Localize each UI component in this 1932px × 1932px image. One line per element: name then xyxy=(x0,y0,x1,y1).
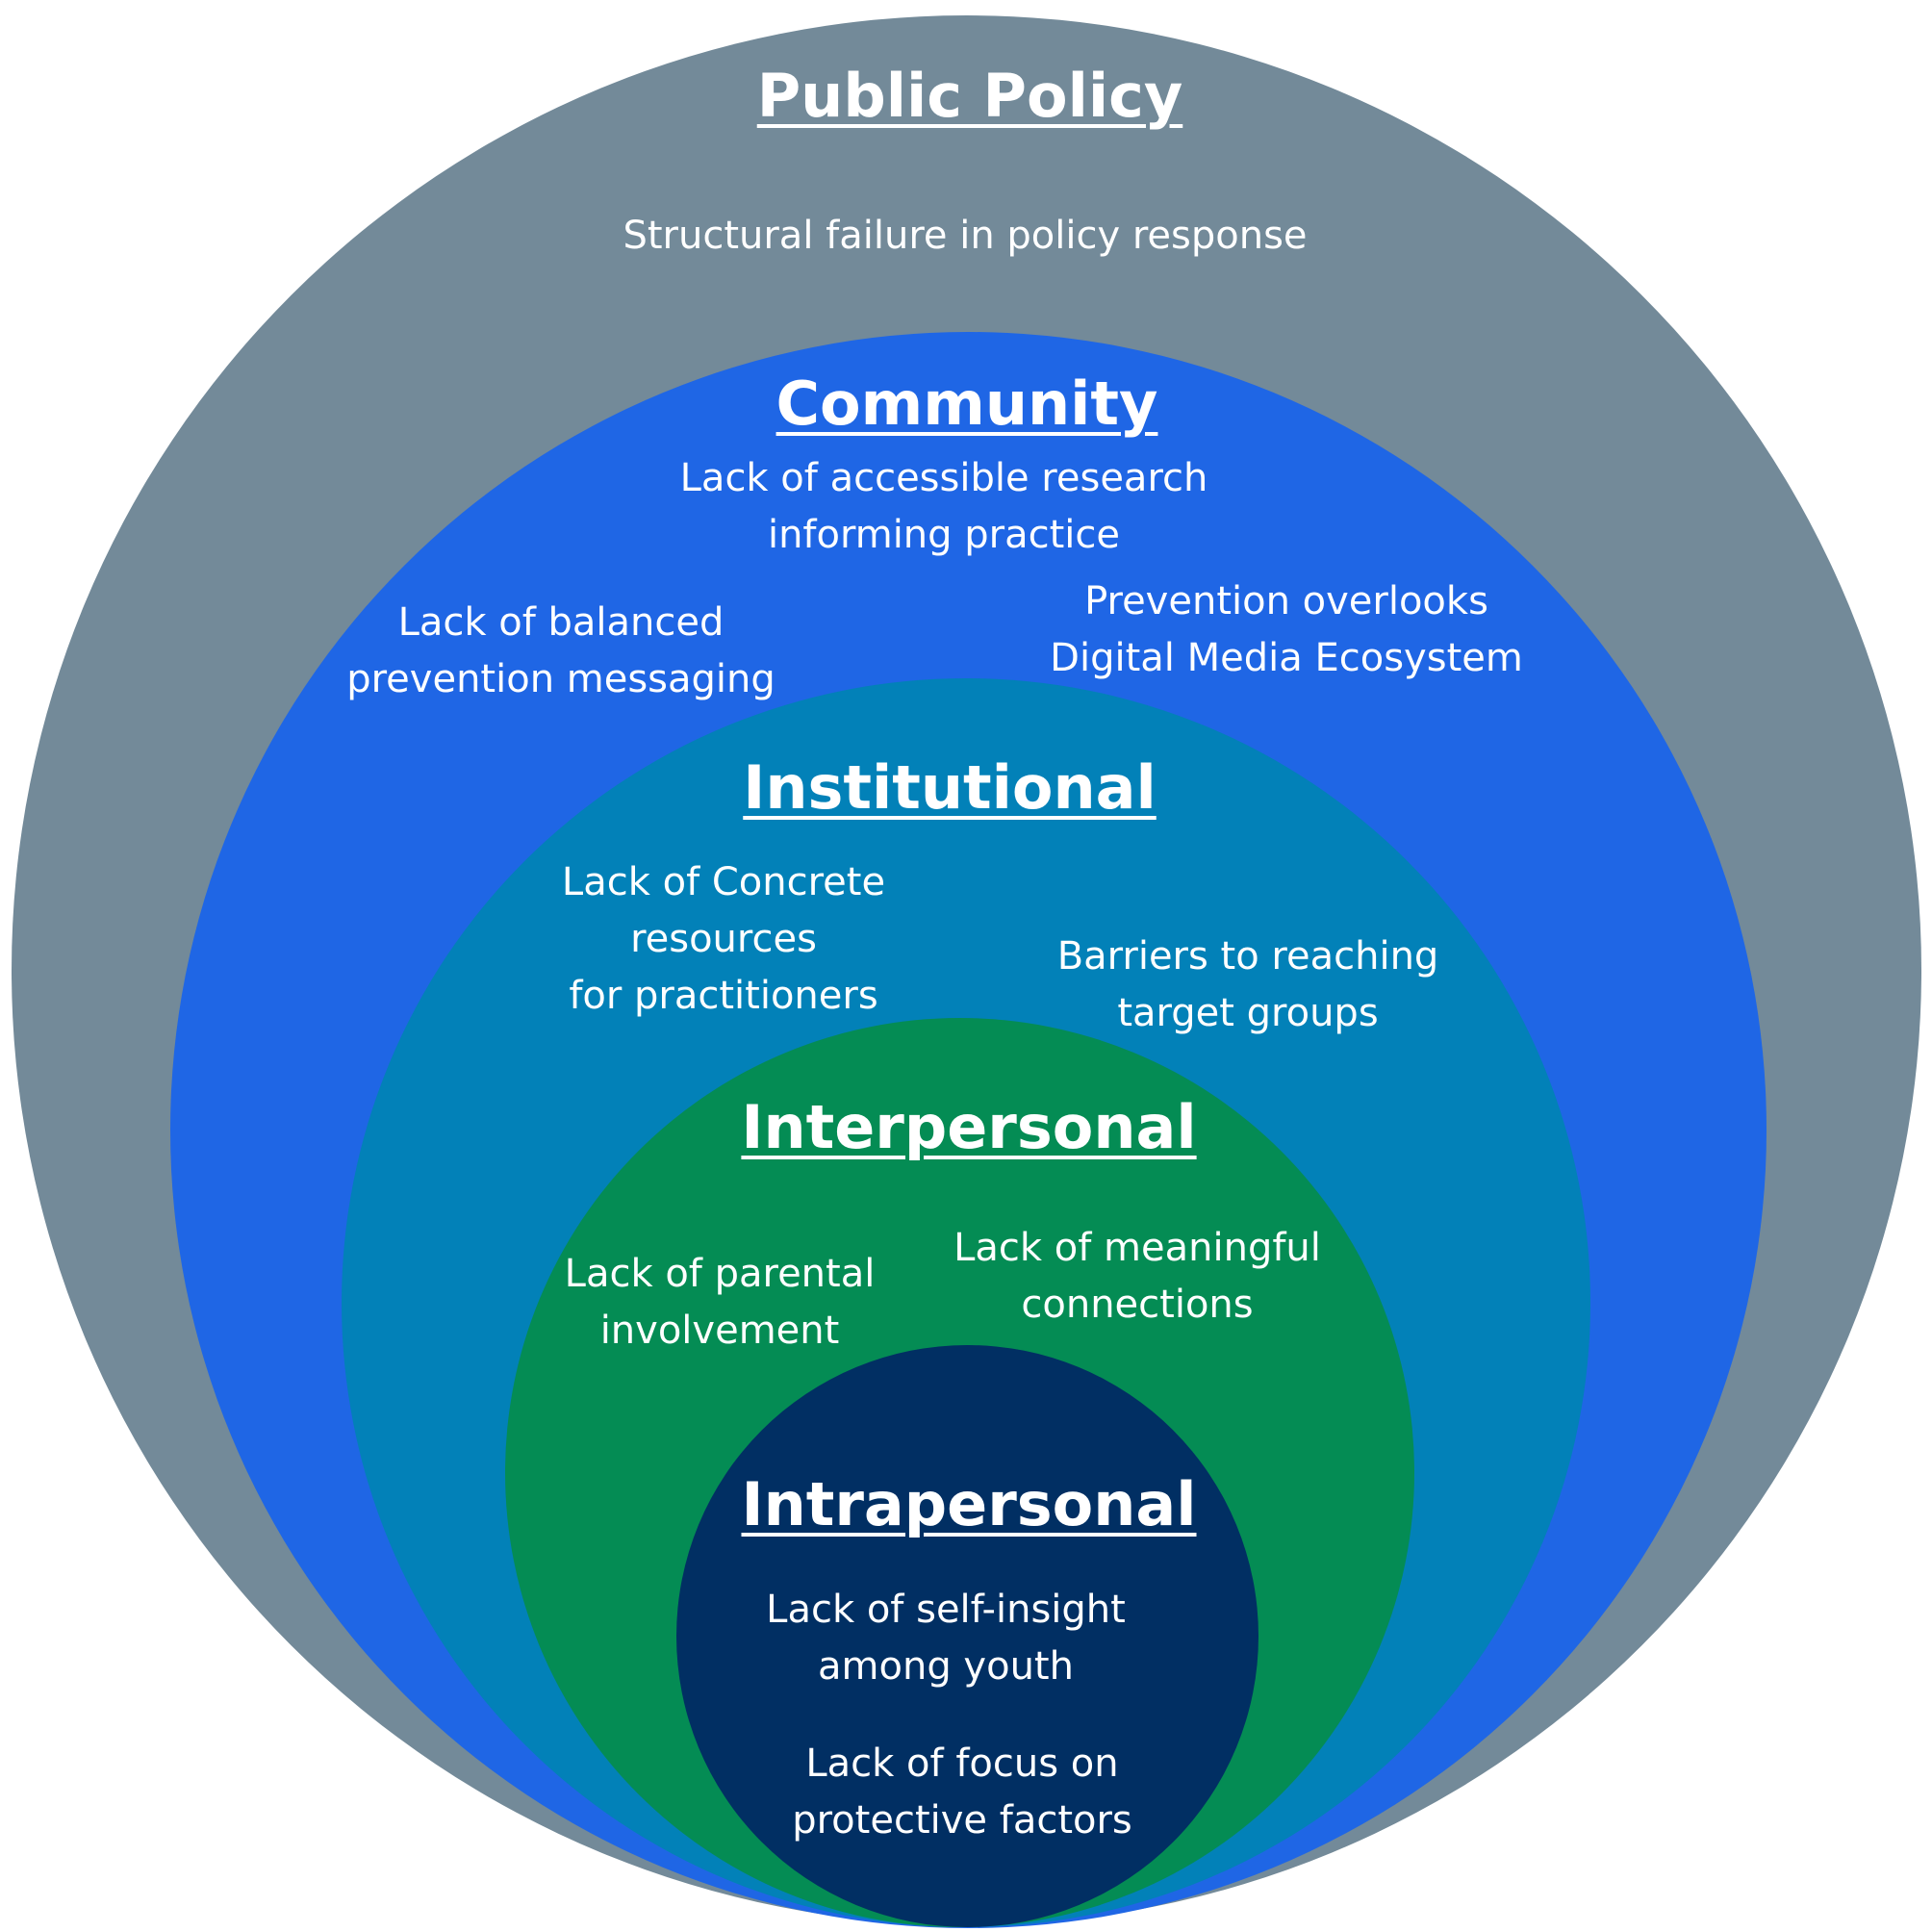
institutional-title: Institutional xyxy=(743,752,1157,823)
community-title: Community xyxy=(775,369,1158,439)
public-policy-title: Public Policy xyxy=(756,61,1183,131)
public-policy-item-structural-failure: Structural failure in policy response xyxy=(623,214,1308,258)
interpersonal-title: Interpersonal xyxy=(741,1092,1197,1162)
intrapersonal-circle xyxy=(676,1345,1258,1927)
intrapersonal-title: Intrapersonal xyxy=(741,1469,1197,1539)
